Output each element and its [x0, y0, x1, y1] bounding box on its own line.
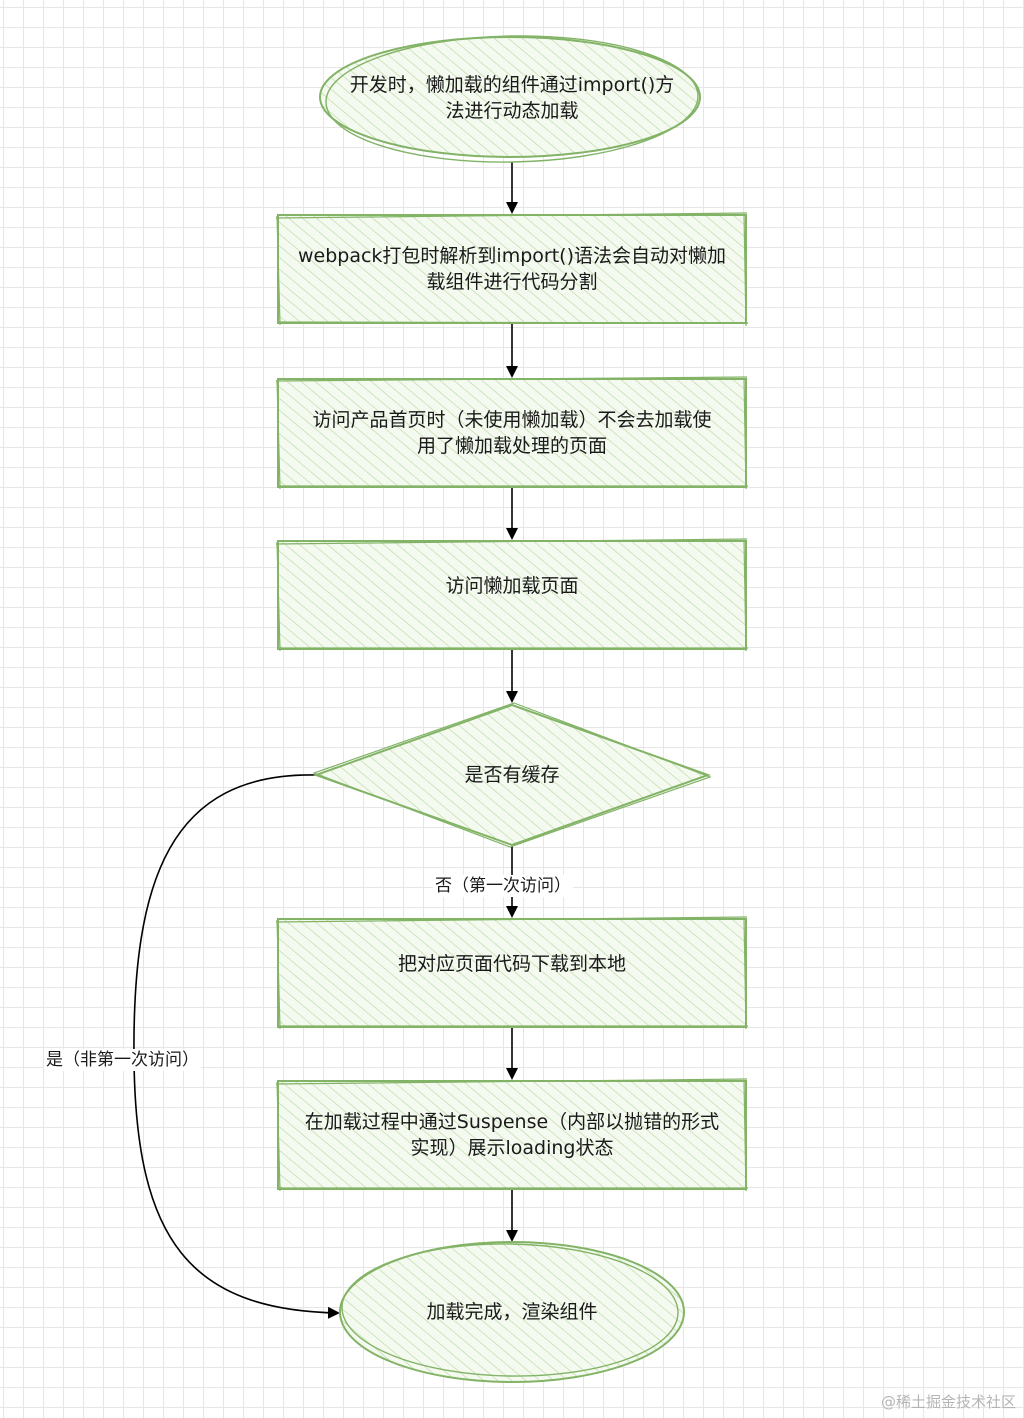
- download-node: [275, 916, 748, 1030]
- no-branch-label: 否（第一次访问）: [433, 875, 573, 897]
- suspense-node: [275, 1078, 748, 1192]
- finish-node: [339, 1241, 685, 1383]
- edge-cache-to-finish: [133, 774, 340, 1319]
- home-node: [275, 376, 748, 490]
- split-node: [275, 212, 749, 327]
- start-node: [319, 35, 701, 163]
- watermark: @稀土掘金技术社区: [880, 1393, 1016, 1411]
- cache-decision-node: [312, 702, 712, 848]
- yes-branch-label: 是（非第一次访问）: [44, 1049, 201, 1071]
- visit-node: [275, 538, 748, 652]
